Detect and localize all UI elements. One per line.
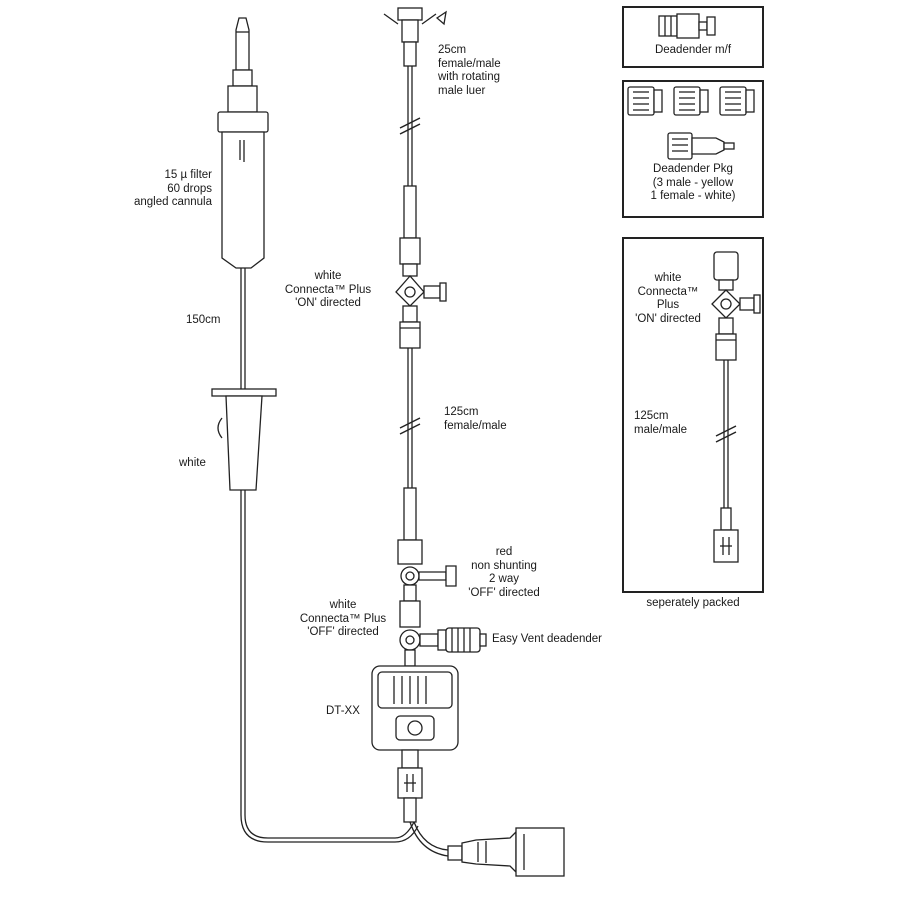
separate-caption: seperately packed: [646, 597, 740, 609]
top-rotating-luer: [383, 7, 447, 67]
connector-1: [403, 185, 417, 239]
separate-stopcock-label: white Connecta™ Plus 'ON' directed: [635, 272, 701, 325]
length-150-label: 150cm: [186, 314, 221, 326]
separate-line-label: 125cm male/male: [634, 410, 688, 436]
main-line: [399, 66, 421, 186]
tubing-125cm: [399, 348, 421, 488]
roller-clamp: [211, 388, 277, 500]
stopcock-on-label: white Connecta™ Plus 'ON' directed: [284, 270, 372, 309]
transducer-label: DT-XX: [326, 705, 360, 717]
inset-separate-set: [711, 251, 761, 563]
inset-pkg-icons: [627, 86, 755, 160]
tubing-150cm: [240, 500, 419, 843]
connector-2: [403, 487, 417, 541]
stopcock-off-label: white Connecta™ Plus 'OFF' directed: [299, 599, 387, 638]
bottom-branch: [409, 821, 449, 857]
transducer: [371, 665, 459, 769]
easy-vent-label: Easy Vent deadender: [492, 633, 602, 645]
inset-deadender-icon: [658, 13, 716, 39]
filter-label: 15 µ filter 60 drops angled cannula: [133, 169, 212, 208]
flush-device: [447, 827, 565, 877]
clamp-white-label: white: [179, 457, 206, 469]
red-stopcock-label: red non shunting 2 way 'OFF' directed: [468, 546, 540, 599]
inset-pkg-box: [622, 80, 764, 218]
red-stopcock: [397, 539, 457, 602]
bottom-connector: [397, 767, 423, 823]
pkg-caption: Deadender Pkg (3 male - yellow 1 female …: [650, 163, 736, 202]
stopcock-on-upper: [395, 237, 447, 349]
inset-deadender-box: [622, 6, 764, 68]
inset-separate-box: [622, 237, 764, 593]
top-line-label: 25cm female/male with rotating male luer: [438, 44, 501, 97]
length-125-label: 125cm female/male: [444, 406, 507, 432]
deadender-caption: Deadender m/f: [654, 44, 732, 56]
drip-chamber-spike: [217, 17, 269, 390]
stopcock-off-lower: [399, 600, 487, 667]
